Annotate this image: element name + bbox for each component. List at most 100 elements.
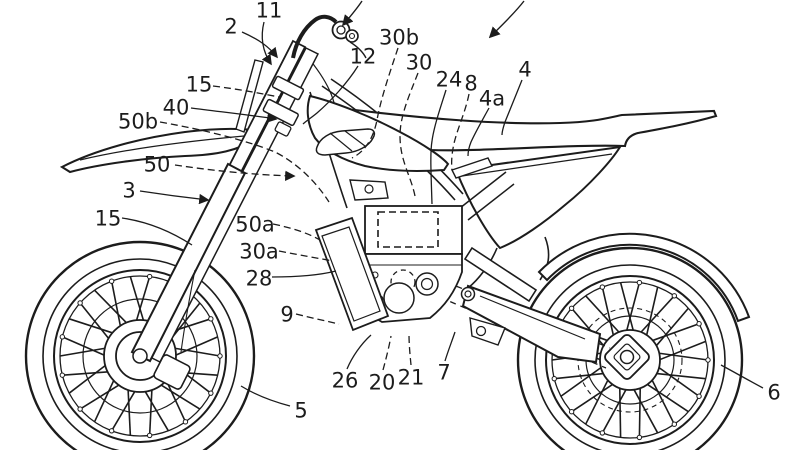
rear-wheel-spoke: [656, 372, 706, 380]
seat-rail: [451, 157, 493, 179]
front-wheel-spoke-nipple: [108, 428, 115, 434]
leader-line-40: [190, 107, 278, 123]
rear-fender: [537, 232, 751, 323]
rear-wheel-spoke-nipple: [568, 409, 575, 415]
handlebar: [291, 14, 338, 59]
ref-label-15: 15: [95, 207, 122, 231]
rear-wheel-spoke: [626, 282, 641, 331]
rear-wheel-spoke: [640, 295, 675, 333]
swingarm-inner-line: [479, 295, 586, 340]
ref-label-40: 40: [163, 96, 190, 120]
leader-line-15: [212, 85, 280, 98]
motor-rotor: [383, 282, 415, 314]
swingarm: [461, 284, 602, 364]
rear-wheel-spoke: [658, 366, 700, 397]
rear-wheel-spoke-nipple: [551, 375, 557, 382]
front-wheel-spoke-nipple: [146, 432, 153, 439]
handlebar-grip-end: [336, 25, 346, 35]
front-wheel-spoke-nipple: [146, 273, 153, 280]
power-unit: [314, 179, 463, 332]
leader-line-12: [302, 65, 359, 125]
radiator: [314, 216, 390, 332]
ref-label-20: 20: [369, 371, 396, 395]
rear-wheel-spoke-nipple: [568, 305, 575, 311]
leader-line-8: [450, 93, 470, 171]
leader-line-26: [346, 334, 372, 370]
ref-label-11: 11: [256, 0, 283, 23]
ref-label-6: 6: [767, 381, 780, 405]
rear-wheel-tire-outer: [516, 246, 744, 450]
ref-label-30b: 30b: [379, 26, 419, 50]
rear-wheel-spoke: [601, 389, 627, 434]
front-wheel-brake-disc: [82, 298, 198, 414]
shroud-group: [306, 94, 450, 172]
ref-label-50a: 50a: [235, 213, 275, 237]
ref-label-50: 50: [144, 153, 171, 177]
rear-wheel-tire-inner: [534, 264, 726, 450]
front-wheel-spoke-nipple: [182, 419, 189, 425]
leader-line-50a: [272, 223, 321, 241]
leader-line-5: [240, 385, 291, 407]
front-axle: [132, 348, 148, 364]
front-end: [59, 14, 367, 390]
subframe-tube-2: [467, 183, 515, 221]
front-wheel-spoke-nipple: [108, 278, 115, 284]
ref-label-24: 24: [436, 68, 463, 92]
rear-wheel-spoke-nipple: [671, 421, 678, 427]
ref-label-4a: 4a: [479, 87, 505, 111]
ref-label-2: 2: [224, 15, 237, 39]
ref-label-12: 12: [350, 45, 377, 69]
swingarm-pivot-bolt: [464, 290, 472, 298]
leader-line-11: [261, 21, 272, 66]
rear-wheel-spoke: [560, 366, 602, 397]
ref-label-30a: 30a: [239, 240, 279, 264]
rear-wheel-spoke: [652, 322, 700, 342]
leader-line-21: [408, 333, 412, 366]
ref-label-15: 15: [186, 73, 213, 97]
rear-wheel-spoke: [646, 383, 689, 413]
shroud-vent-louvers: [329, 130, 366, 152]
ref-label-21: 21: [398, 366, 425, 390]
battery-box-hidden: [377, 211, 439, 248]
brake-caliper: [153, 354, 191, 390]
ref-label-26: 26: [332, 369, 359, 393]
lower-fork-clamp: [262, 98, 299, 127]
rear-wheel-spoke: [585, 295, 620, 333]
side-panel-inner-line: [461, 153, 613, 177]
front-wheel-tire-inner: [42, 258, 238, 450]
throttle-end: [348, 32, 356, 40]
ref-label-5: 5: [294, 399, 307, 423]
ref-label-8: 8: [464, 72, 477, 96]
ref-label-30: 30: [406, 51, 433, 75]
ref-label-4: 4: [518, 58, 531, 82]
front-wheel-spoke-nipple: [59, 372, 66, 378]
ref-label-50b: 50b: [118, 110, 158, 134]
front-wheel-tire-outer: [24, 240, 256, 450]
rear-wheel-rim-outer: [545, 275, 715, 445]
front-wheel-rim-outer: [53, 269, 227, 443]
overall-reference-arrow: [488, 0, 525, 39]
front-wheel-spoke-nipple: [217, 353, 223, 359]
front-wheel-spoke-nipple: [77, 300, 83, 306]
rear-wheel-spoke-nipple: [671, 293, 678, 299]
shock-absorber: [463, 246, 538, 303]
rear-wheel-spoke-nipple: [696, 321, 702, 327]
rear-wheel-spoke-nipple: [705, 357, 711, 363]
rear-wheel-spoke-nipple: [696, 393, 702, 399]
leader-line-24: [430, 89, 447, 205]
rear-wheel-spoke-nipple: [599, 430, 606, 436]
output-shaft: [420, 277, 434, 291]
rear-wheel-spoke: [618, 388, 622, 438]
front-fender-inner-line: [79, 135, 245, 161]
ref-label-7: 7: [437, 361, 450, 385]
fork-slider: [130, 162, 247, 363]
bodywork: [352, 108, 718, 250]
rear-wheel-spoke: [554, 372, 604, 380]
rear-wheel-spoke: [645, 286, 659, 336]
leader-line-2: [241, 31, 278, 59]
ref-label-28: 28: [246, 267, 273, 291]
leader-line-50b: [159, 121, 330, 203]
fork-bracket: [274, 121, 292, 137]
rear-wheel-spoke-nipple: [636, 434, 643, 441]
